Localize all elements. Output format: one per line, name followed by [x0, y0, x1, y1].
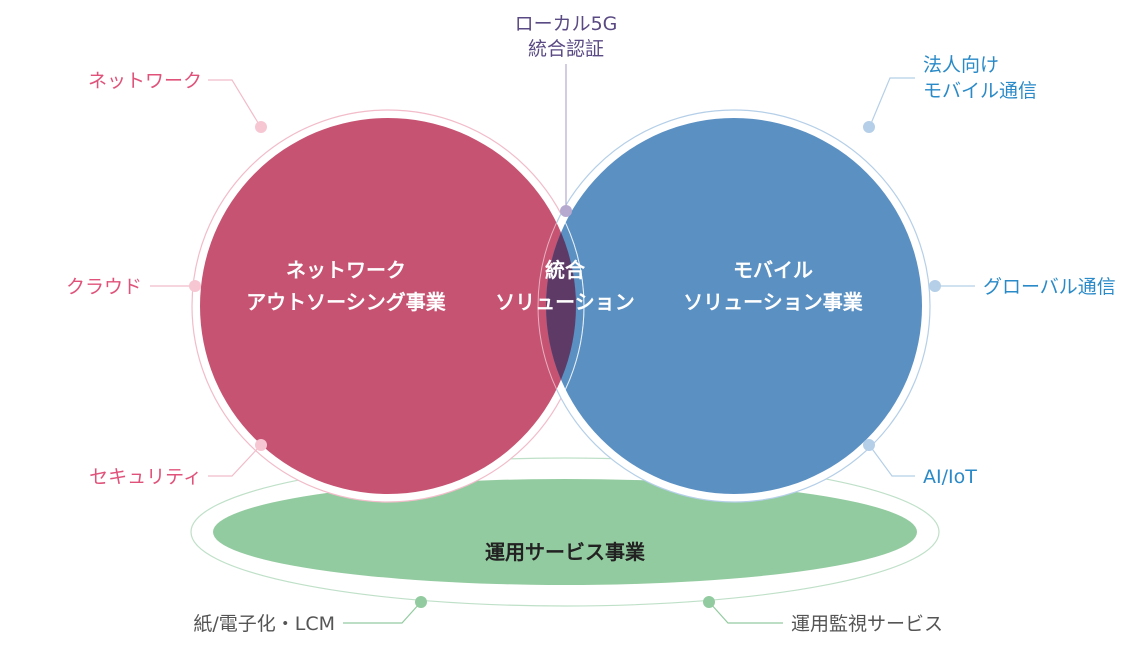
- ai-iot-dot: [863, 439, 875, 451]
- monitoring-connector: [709, 602, 783, 624]
- network-connector: [208, 79, 261, 127]
- security-dot: [255, 439, 267, 451]
- network-label: ネットワーク: [88, 70, 202, 92]
- corporate-mobile-dot: [863, 121, 875, 133]
- top-center-label-line2: 統合認証: [528, 38, 604, 60]
- top-center-dot: [560, 205, 572, 217]
- cloud-dot: [189, 280, 201, 292]
- mobile-ring-in-overlap: [537, 118, 576, 494]
- monitoring-dot: [703, 596, 715, 608]
- network-circle: [200, 118, 576, 494]
- center-label-line1: 統合: [545, 258, 586, 282]
- corporate-mobile-connector: [869, 77, 915, 127]
- corporate-mobile-label-line1: 法人向け: [923, 54, 999, 76]
- mobile-circle-label-line1: モバイル: [733, 258, 813, 282]
- global-dot: [929, 280, 941, 292]
- network-circle-label-line2: アウトソーシング事業: [246, 290, 447, 314]
- operations-label: 運用サービス事業: [485, 540, 646, 564]
- center-label-line2: ソリューション: [495, 290, 635, 314]
- ai-iot-label: AI/IoT: [923, 466, 977, 488]
- mobile-circle: [546, 118, 922, 494]
- paper-label: 紙/電子化・LCM: [193, 613, 335, 635]
- cloud-label: クラウド: [66, 276, 142, 298]
- global-label: グローバル通信: [983, 276, 1116, 298]
- mobile-circle-label-line2: ソリューション事業: [683, 290, 864, 314]
- network-circle-label-line1: ネットワーク: [286, 258, 406, 282]
- top-center-label-line1: ローカル5G: [515, 13, 618, 35]
- monitoring-label: 運用監視サービス: [791, 613, 943, 635]
- corporate-mobile-label-line2: モバイル通信: [923, 80, 1037, 102]
- paper-connector: [343, 602, 421, 624]
- network-dot: [255, 121, 267, 133]
- network-ring-in-mobile: [546, 118, 585, 494]
- ai-iot-connector: [869, 445, 915, 477]
- security-label: セキュリティ: [89, 466, 202, 488]
- security-connector: [208, 445, 261, 477]
- operations-outline: [190, 457, 940, 607]
- paper-dot: [415, 596, 427, 608]
- operations-ellipse: [213, 479, 917, 585]
